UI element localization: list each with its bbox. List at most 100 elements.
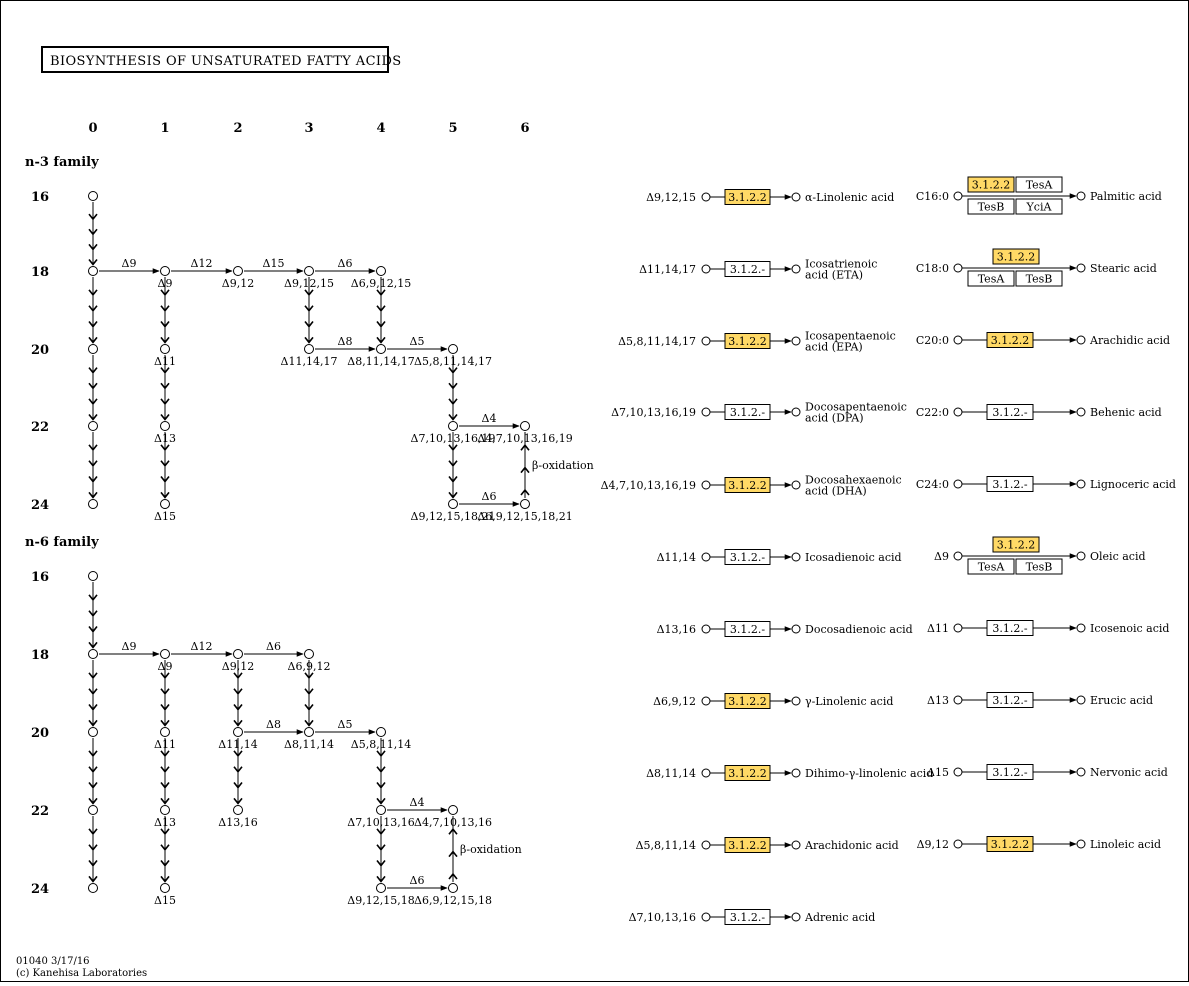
substrate-node (701, 696, 711, 706)
compound-label: Δ13 (154, 816, 176, 829)
enzyme-label: 3.1.2.2 (728, 335, 766, 348)
elongation-chevron (304, 672, 314, 680)
product-name-line: γ-Linolenic acid (805, 695, 893, 708)
substrate-node (953, 479, 963, 489)
elongation-chevron (448, 398, 458, 406)
product-node (1076, 695, 1086, 705)
elongation-chevron (88, 750, 98, 758)
elongation-chevron (160, 704, 170, 711)
elongation-chevron (160, 672, 170, 680)
map-title: BIOSYNTHESIS OF UNSATURATED FATTY ACIDS (50, 54, 402, 69)
substrate-label: Δ13,16 (657, 623, 696, 636)
enzyme-label: 3.1.2.- (730, 263, 765, 276)
column-label: 4 (376, 121, 385, 136)
elongation-chevron (88, 258, 98, 266)
product-name: Stearic acid (1090, 262, 1157, 275)
compound-label: Δ13,16 (218, 816, 257, 829)
column-label: 2 (233, 121, 242, 136)
substrate-label: C22:0 (916, 406, 949, 419)
carbon-count-label: 16 (31, 190, 49, 205)
elongation-chevron (88, 626, 98, 633)
substrate-node (953, 839, 963, 849)
beta-oxidation-label: β-oxidation (532, 459, 594, 472)
desaturase-label: Δ6 (410, 874, 425, 887)
product-name: Icosadienoic acid (805, 551, 902, 564)
compound-label: Δ15 (154, 894, 176, 907)
enzyme-box (967, 270, 1015, 287)
desaturase-label: Δ6 (482, 490, 497, 503)
substrate-node (701, 840, 711, 850)
compound-label: Δ9,12,15 (284, 277, 334, 290)
elongation-chevron (88, 828, 98, 836)
compound-node (160, 883, 170, 893)
enzyme-box (724, 333, 771, 349)
elongation-chevron (160, 688, 170, 695)
enzyme-label: 3.1.2.- (992, 694, 1027, 707)
substrate-node (953, 407, 963, 417)
product-node (791, 696, 801, 706)
elongation-chevron (376, 289, 386, 297)
product-name: Erucic acid (1090, 694, 1153, 707)
substrate-node (953, 767, 963, 777)
elongation-chevron (88, 610, 98, 617)
enzyme-label: 3.1.2.- (992, 766, 1027, 779)
carbon-count-label: 22 (31, 420, 49, 435)
elongation-chevron (160, 797, 170, 805)
substrate-node (701, 336, 711, 346)
compound-node (88, 883, 98, 893)
product-name-line: Docosapentaenoic (805, 401, 907, 414)
compound-node (233, 805, 243, 815)
enzyme-label: 3.1.2.2 (728, 839, 766, 852)
elongation-chevron (233, 797, 243, 805)
compound-node (160, 421, 170, 431)
desaturase-label: Δ12 (191, 640, 213, 653)
compound-node (448, 421, 458, 431)
compound-label: Δ4,7,10,13,16 (414, 816, 492, 829)
enzyme-box (986, 404, 1034, 420)
elongation-chevron (304, 289, 314, 297)
compound-node (376, 344, 386, 354)
family-title: n-3 family (25, 155, 99, 170)
beta-oxidation-chevron (520, 488, 530, 496)
elongation-chevron (233, 719, 243, 727)
elongation-chevron (160, 305, 170, 312)
product-node (1076, 767, 1086, 777)
compound-node (448, 883, 458, 893)
compound-label: Δ11,14,17 (281, 355, 338, 368)
enzyme-label: 3.1.2.2 (991, 334, 1029, 347)
map-id: 01040 3/17/16 (16, 956, 90, 967)
product-name-line: acid (DPA) (805, 412, 864, 425)
enzyme-label: 3.1.2.- (730, 623, 765, 636)
elongation-chevron (160, 398, 170, 406)
elongation-chevron (233, 688, 243, 695)
carbon-count-label: 18 (31, 648, 49, 663)
elongation-chevron (88, 782, 98, 789)
beta-oxidation-label: β-oxidation (460, 843, 522, 856)
compound-node (233, 649, 243, 659)
enzyme-box (967, 198, 1015, 215)
carbon-count-label: 16 (31, 570, 49, 585)
enzyme-label: 3.1.2.2 (728, 191, 766, 204)
substrate-label: Δ11,14,17 (639, 263, 696, 276)
enzyme-label: 3.1.2.2 (728, 767, 766, 780)
elongation-chevron (88, 243, 98, 251)
beta-oxidation-chevron (448, 872, 458, 880)
substrate-node (953, 551, 963, 561)
desaturase-label: Δ9 (122, 640, 137, 653)
elongation-chevron (88, 228, 98, 236)
elongation-chevron (376, 321, 386, 328)
product-name: Palmitic acid (1090, 190, 1162, 203)
compound-node (88, 421, 98, 431)
elongation-chevron (160, 828, 170, 836)
elongation-chevron (88, 797, 98, 805)
elongation-chevron (376, 305, 386, 312)
elongation-chevron (88, 875, 98, 883)
elongation-chevron (160, 321, 170, 328)
compound-node (160, 344, 170, 354)
elongation-chevron (304, 688, 314, 695)
substrate-label: Δ11 (927, 622, 949, 635)
